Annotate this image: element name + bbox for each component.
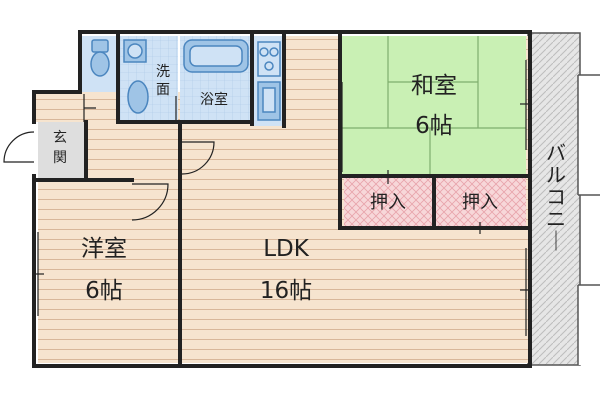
japanese-room-floor [342,36,526,174]
tatami-lines [342,36,526,174]
japanese-room-size: 6帖 [415,113,453,139]
ldk-size: 16帖 [260,278,312,304]
entrance-label: 玄関 [53,129,67,166]
washroom-label: 洗面 [156,64,170,98]
closet-left-label: 押入 [370,192,406,213]
sink-icon [257,81,281,121]
closet-right-label: 押入 [462,192,498,213]
entrance-floor [38,122,84,178]
western-room-name: 洋室 [81,236,127,262]
washbasin-icon [123,39,149,114]
doors [3,94,215,221]
closet-left [344,178,432,226]
balcony [527,32,581,366]
balcony-notch-bottom [578,285,600,365]
balcony-label: バルコニ｜ [546,141,566,253]
western-room-size: 6帖 [85,278,123,304]
bathroom-label: 浴室 [200,91,228,108]
stove-icon [257,41,281,77]
japanese-room-name: 和室 [411,73,457,99]
ldk-name: LDK [263,236,310,262]
hall-upper-floor [36,92,86,122]
toilet-icon [90,39,110,77]
balcony-notch-top [578,75,600,195]
windows [32,60,532,336]
closet-right [436,178,526,226]
walls [32,30,532,368]
bathtub-icon [183,39,249,73]
